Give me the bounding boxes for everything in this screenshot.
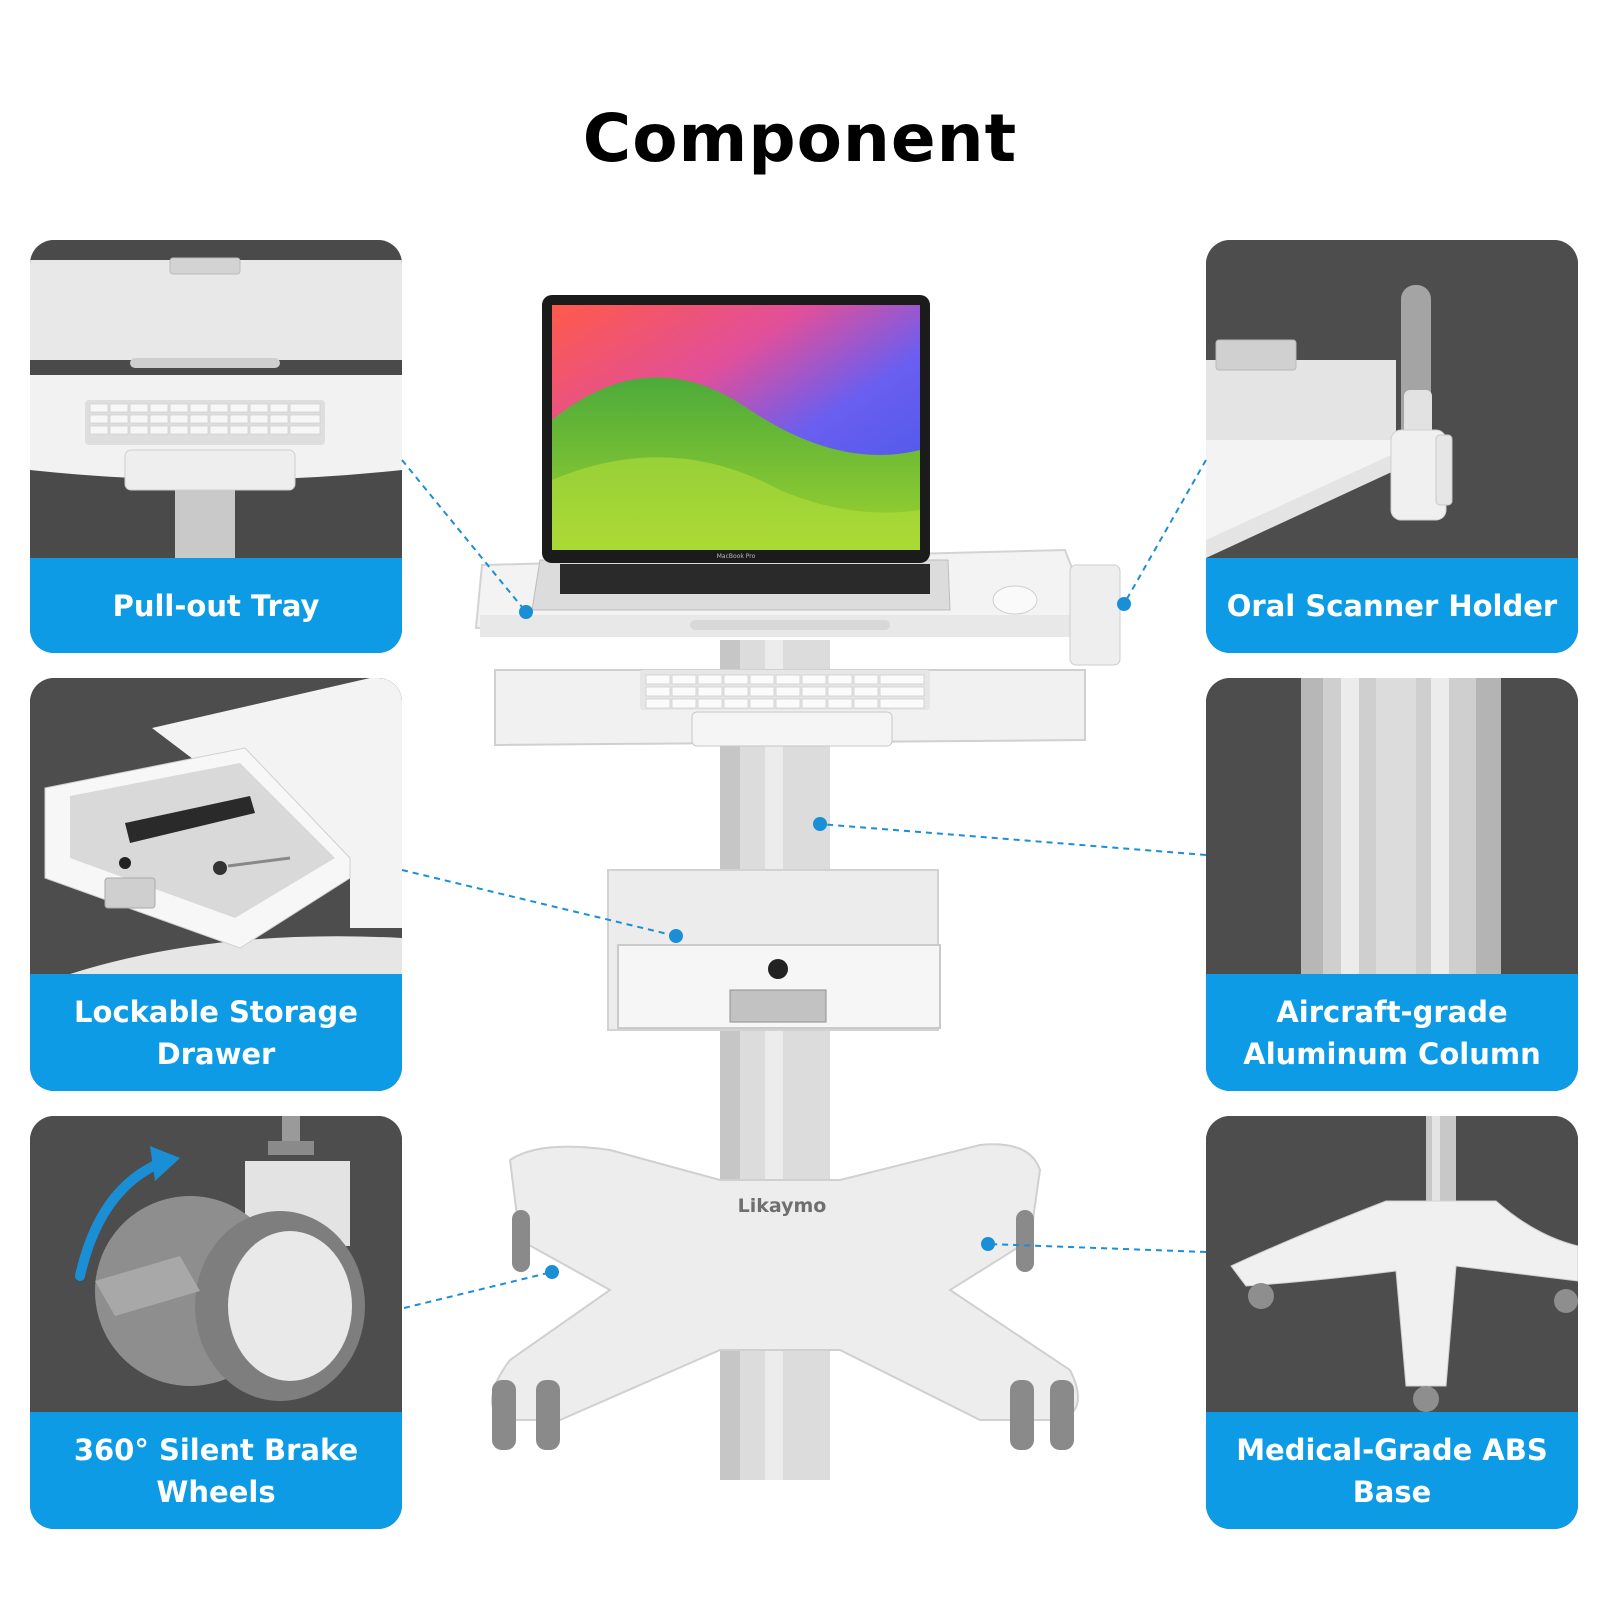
abs-base-photo <box>1206 1116 1578 1412</box>
oral-scanner-holder-photo <box>1206 240 1578 558</box>
brake-wheel-photo <box>30 1116 402 1412</box>
feature-label: Oral Scanner Holder <box>1206 558 1578 653</box>
feature-label: Medical-Grade ABS Base <box>1206 1412 1578 1529</box>
laptop-model-text: MacBook Pro <box>717 553 756 560</box>
feature-card-brake-wheels: 360° Silent Brake Wheels <box>30 1116 402 1529</box>
feature-card-abs-base: Medical-Grade ABS Base <box>1206 1116 1578 1529</box>
feature-label: Pull-out Tray <box>30 558 402 653</box>
feature-card-pull-out-tray: Pull-out Tray <box>30 240 402 653</box>
cart-illustration: Likaymo MacBook Pro <box>474 295 1121 1480</box>
storage-drawer-photo <box>30 678 402 974</box>
page-title: Component <box>582 100 1018 177</box>
feature-label: 360° Silent Brake Wheels <box>30 1412 402 1529</box>
feature-card-aluminum-column: Aircraft-grade Aluminum Column <box>1206 678 1578 1091</box>
brand-logo: Likaymo <box>738 1195 827 1217</box>
feature-card-lockable-storage-drawer: Lockable Storage Drawer <box>30 678 402 1091</box>
feature-label: Lockable Storage Drawer <box>30 974 402 1091</box>
aluminum-column-photo <box>1206 678 1578 974</box>
feature-label: Aircraft-grade Aluminum Column <box>1206 974 1578 1091</box>
feature-card-oral-scanner-holder: Oral Scanner Holder <box>1206 240 1578 653</box>
pull-out-tray-photo <box>30 240 402 558</box>
